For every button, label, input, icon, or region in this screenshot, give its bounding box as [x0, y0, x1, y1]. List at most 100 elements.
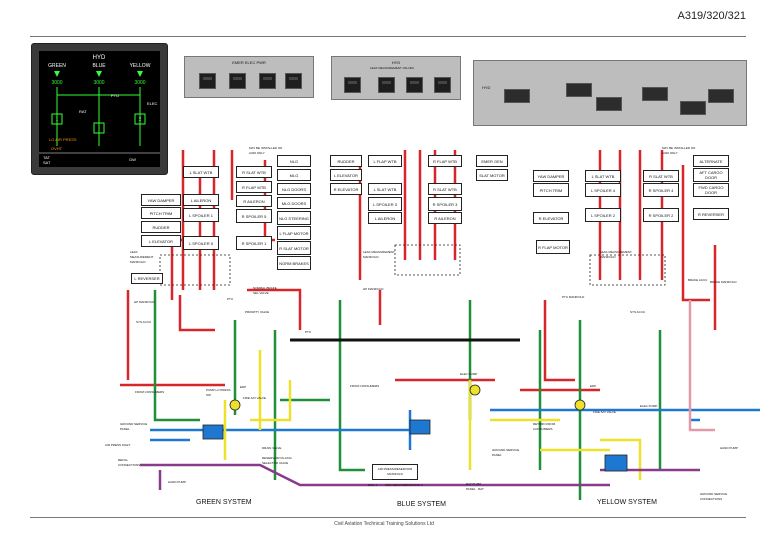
yellow-note-8: RETURN FROM CONSUMERS	[533, 422, 556, 431]
emer-gen-test-switch[interactable]	[199, 73, 216, 89]
yellow-user-a-1: PITCH TRIM	[533, 183, 569, 197]
leak-valve-g-switch[interactable]	[378, 77, 395, 93]
hyd-panel-side-label: HYD	[482, 85, 491, 90]
blue-user-b-1: L SLAT WTB	[368, 183, 402, 195]
yellow-note-7: EDP	[590, 384, 597, 388]
blue-note-6: GRD SERVICE	[385, 483, 406, 487]
blue-user-a-1: L ELEVATOR	[330, 169, 362, 181]
ecam-title: HYD	[93, 55, 106, 61]
yellow-user-e-2: FWD CARGO DOOR	[693, 183, 729, 197]
green-user-b-4: R SPOILER 1	[236, 236, 272, 250]
yellow-user-b-1: L SPOILER 2	[585, 208, 621, 222]
green-note-4: NORMAL BRAKE SEL VALVE	[253, 286, 277, 295]
ecam-gw: GW	[129, 157, 136, 162]
ecam-green-label: GREEN	[48, 63, 66, 69]
blue-note-11: PTU	[305, 330, 311, 334]
blue-user-c-2: R SPOILER 3	[428, 197, 462, 211]
components	[159, 244, 666, 472]
footer-credit: Civil Aviation Technical Training Soluti…	[334, 521, 434, 527]
document-title: A319/320/321	[677, 10, 746, 22]
blue-note-9: RAT	[478, 487, 484, 491]
ecam-ovht: OVHT	[51, 146, 63, 151]
green-note-16: SYS ACCU	[136, 320, 152, 324]
hyd-main-panel: HYD	[473, 60, 747, 126]
green-user-a-3: L ELEVATOR	[141, 235, 181, 247]
man-on-switch[interactable]	[285, 73, 302, 89]
eng1-pump-switch[interactable]	[504, 89, 530, 103]
yellow-user-d-0: R SLAT WTB	[643, 170, 679, 182]
rat-man-on-switch[interactable]	[566, 83, 592, 97]
ecam-ptu-label: PTU	[111, 93, 119, 98]
green-user-d-5: L FLAP MOTOR	[277, 226, 311, 240]
green-note-0: MAY BE INSTALLED ON A320 ONLY	[249, 146, 283, 155]
ecam-elec-label: ELEC	[147, 101, 158, 106]
green-user-c-3: R SPOILER 5	[236, 209, 272, 223]
green-user-b-1: L AILERON	[183, 194, 219, 206]
blue-pump-ovrd-switch[interactable]	[344, 77, 361, 93]
green-user-a-0: YAW DAMPER	[141, 194, 181, 206]
ecam-warning: LO AIR PRESS	[49, 137, 77, 142]
green-note-2: HP MANIFOLD	[134, 300, 155, 304]
yellow-suction-lines	[223, 350, 642, 480]
blue-arrow-icon	[96, 71, 102, 77]
yellow-elec-pump-switch[interactable]	[708, 89, 734, 103]
footer-rule	[30, 517, 746, 518]
blue-user-c-0: R FLAP WTB	[428, 155, 462, 167]
yellow-note-6: ELEC PUMP	[640, 404, 658, 408]
green-note-15: DRAIN VALVE	[262, 446, 282, 450]
green-user-c-2: R AILERON	[236, 195, 272, 207]
yellow-note-1: LEAK MEASUREMENT MANIFOLD	[600, 250, 632, 259]
header-rule	[30, 36, 746, 37]
blue-user-b-0: L FLAP WTB	[368, 155, 402, 167]
green-return-lines	[153, 290, 662, 500]
green-pressure-lines	[120, 150, 302, 387]
green-user-d-1: MLG	[277, 169, 311, 181]
blue-user-d-1: SLAT MOTOR	[476, 169, 508, 181]
green-user-b-0: L SLAT WTB	[183, 166, 219, 178]
green-note-3: PTU	[227, 297, 233, 301]
ecam-hyd-page: HYD GREEN BLUE YELLOW 3000 3000 3000 PTU…	[39, 55, 160, 165]
emer-elec-title: EMER ELEC PWR	[232, 60, 266, 65]
ecam-tat: TAT	[43, 155, 51, 160]
ecam-green-press: 3000	[51, 80, 62, 86]
yellow-user-d-1: R SPOILER 4	[643, 183, 679, 197]
yellow-note-5: FIRE S/O VALVE	[593, 410, 616, 414]
ecam-blue-press: 3000	[93, 80, 104, 86]
gen-1-line-switch[interactable]	[229, 73, 246, 89]
blue-note-7: FROM ENG 2	[404, 483, 423, 487]
leak-valve-b-switch[interactable]	[406, 77, 423, 93]
green-note-8: GROUND SERVICE PANEL	[120, 422, 148, 431]
leak-valve-y-switch[interactable]	[434, 77, 451, 93]
yellow-user-e-0: ALTERNATE	[693, 155, 729, 167]
green-note-7: FIRE S/O VALVE	[243, 396, 266, 400]
green-user-c-1: R FLAP WTB	[236, 181, 272, 193]
emer-elec-panel: EMER ELEC PWR	[184, 56, 314, 98]
green-system-title: GREEN SYSTEM	[196, 499, 252, 506]
hyd-leak-subtitle: LEAK MEASUREMENT VALVES	[370, 66, 414, 70]
green-reservoir-icon	[202, 424, 224, 440]
yellow-reservoir-icon	[604, 454, 628, 472]
blue-elec-pump-icon	[469, 384, 481, 396]
ecam-pump-1: 1	[56, 117, 59, 123]
ptu-switch[interactable]	[642, 87, 668, 101]
eng2-pump-switch[interactable]	[680, 101, 706, 115]
green-note-9: AIR PRESS INLET	[105, 443, 131, 447]
yellow-user-c-0: R FLAP MOTOR	[536, 240, 570, 254]
hyd-leak-panel: HYD LEAK MEASUREMENT VALVES	[331, 56, 461, 100]
blue-note-2: FROM CONSUMERS	[350, 384, 380, 388]
blue-note-10: RAT PUMP PANEL	[466, 482, 482, 491]
yellow-user-a-0: YAW DAMPER	[533, 170, 569, 182]
yellow-user-d-2: R SPOILER 2	[643, 208, 679, 222]
green-user-b-3: L SPOILER 5	[183, 236, 219, 250]
yellow-system-title: YELLOW SYSTEM	[597, 499, 657, 506]
blue-user-b-3: L AILERON	[368, 212, 402, 224]
blue-elec-pump-switch[interactable]	[596, 97, 622, 111]
ecam-pump-2: 2	[139, 117, 142, 123]
rat-emer-gen-switch[interactable]	[259, 73, 276, 89]
blue-system-title: BLUE SYSTEM	[397, 501, 447, 508]
green-user-d-6: R SLAT MOTOR	[277, 241, 311, 255]
green-reverser: L REVERSER	[131, 273, 163, 284]
yellow-user-e-1: AFT CARGO DOOR	[693, 168, 729, 182]
green-note-5: EDP	[240, 385, 247, 389]
